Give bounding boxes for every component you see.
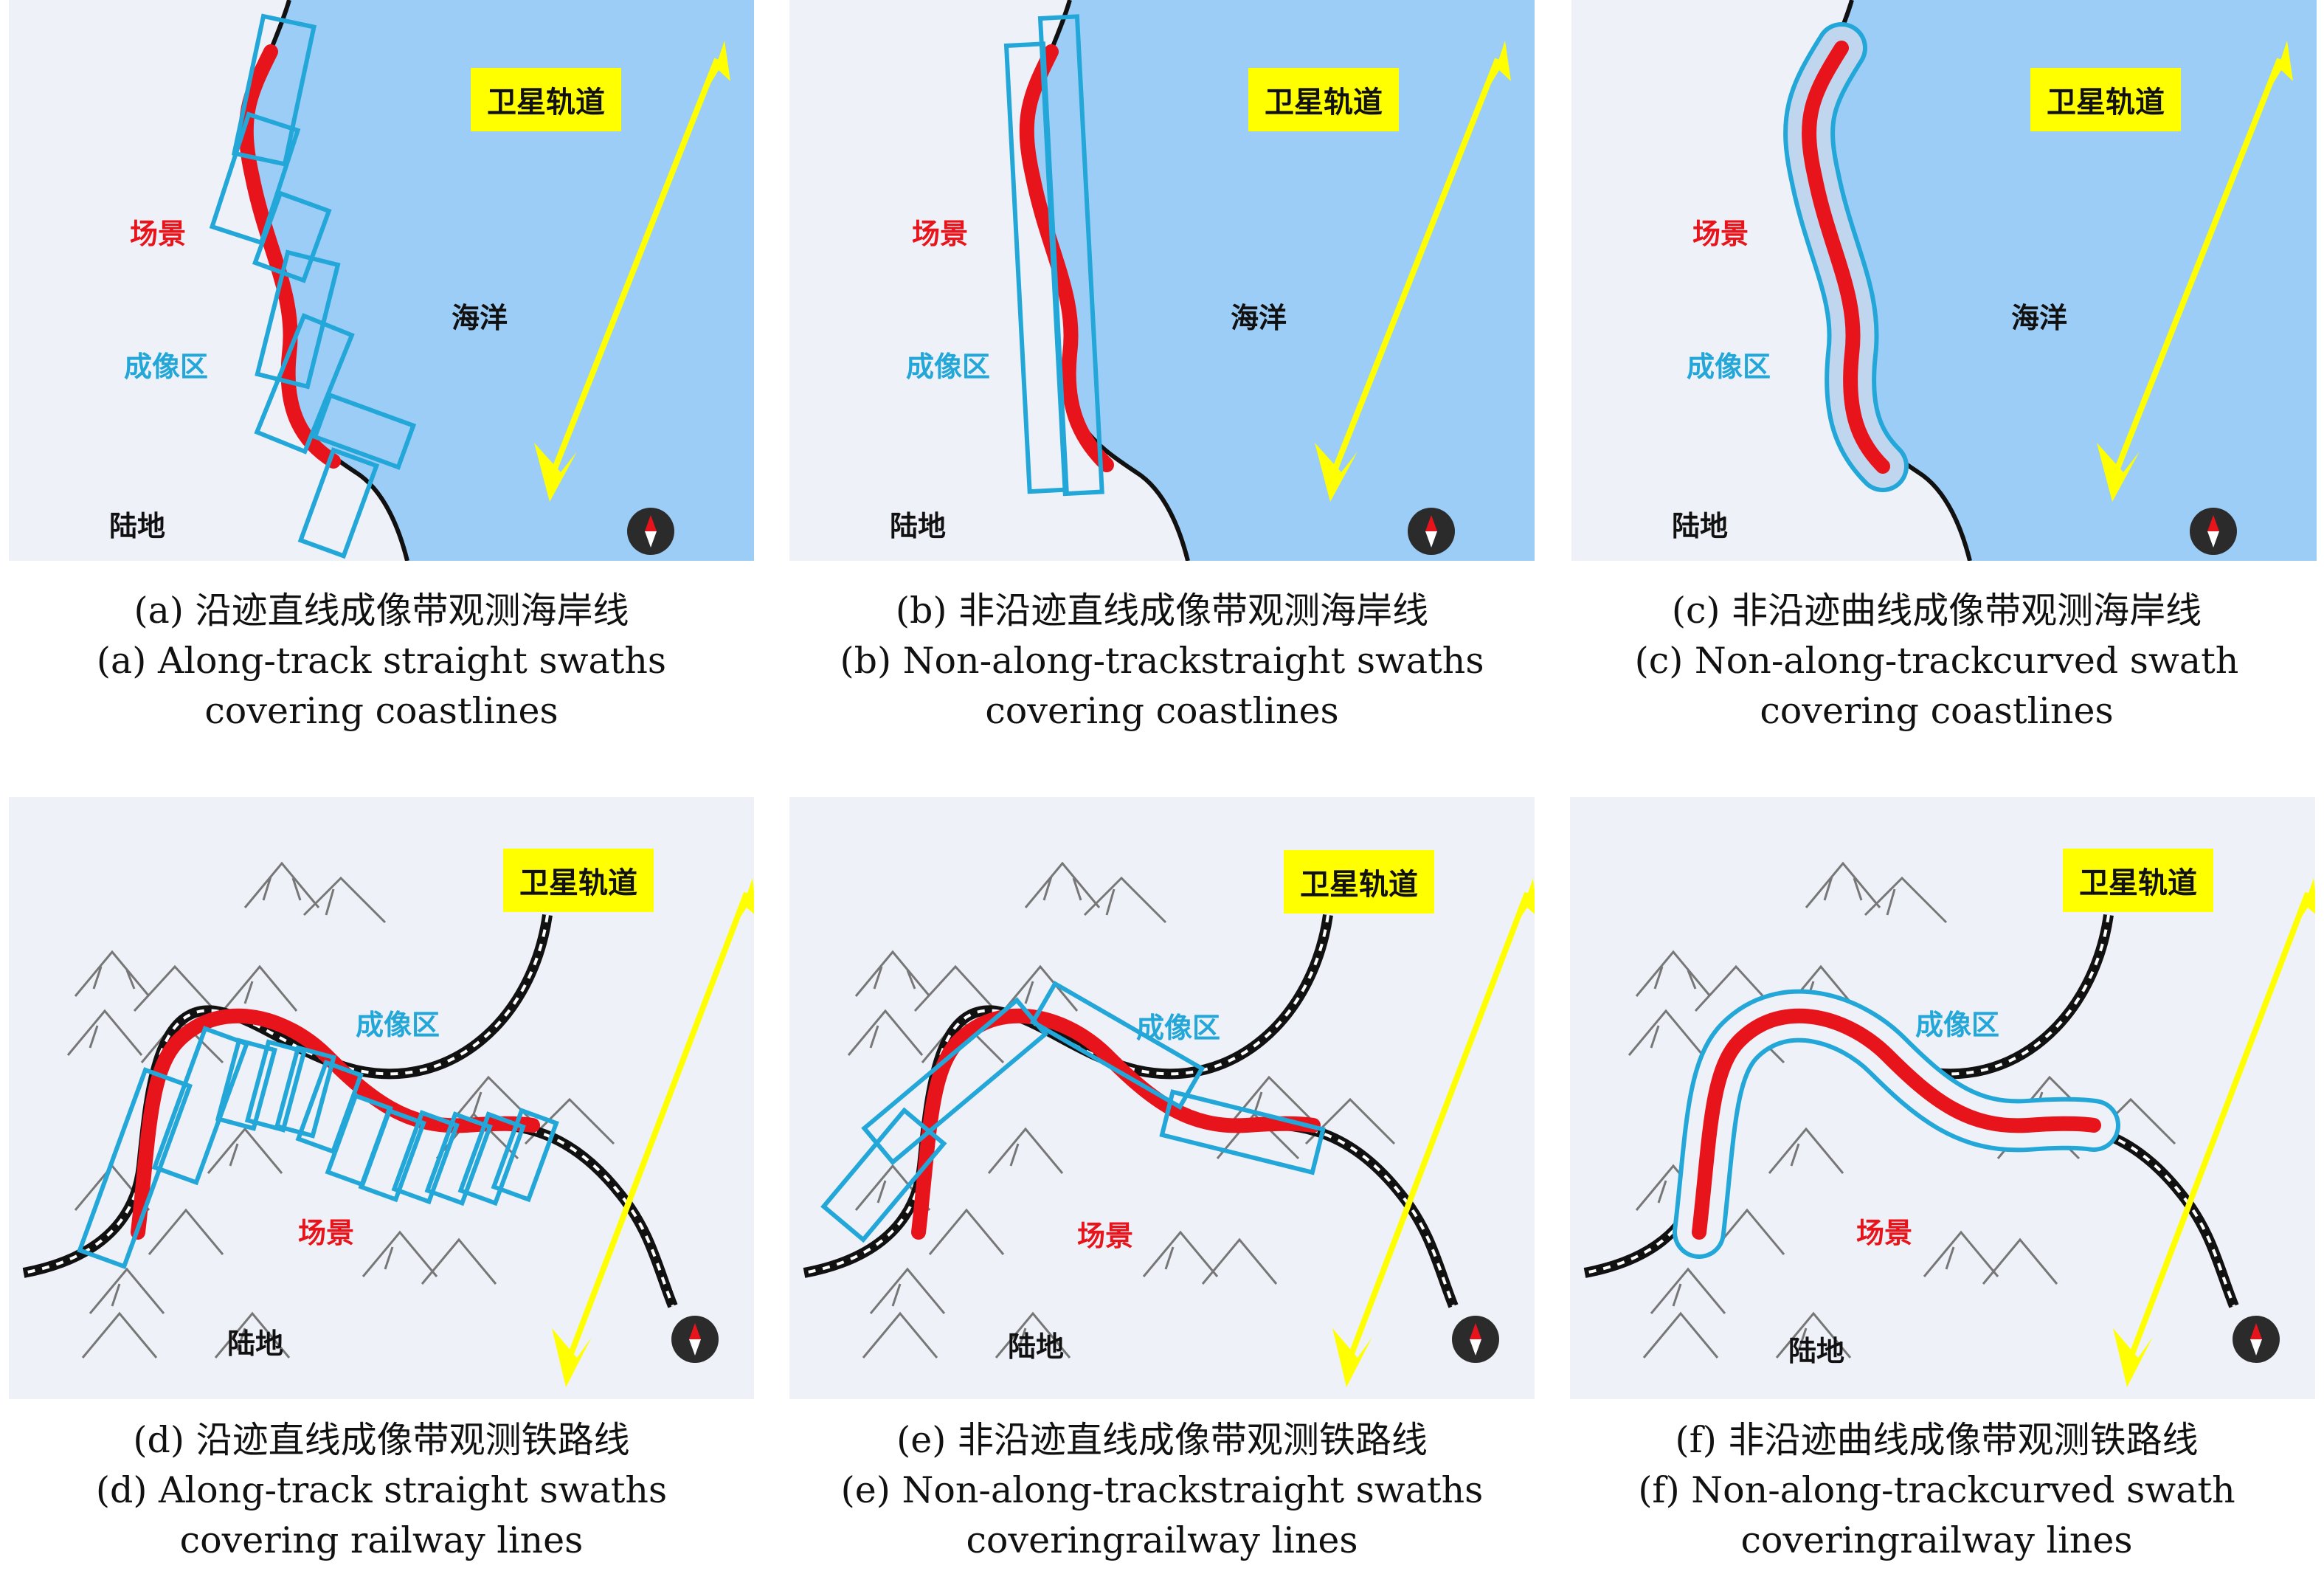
compass-icon — [2190, 508, 2237, 555]
ocean-label: 海洋 — [1231, 302, 1287, 334]
swath-boxes — [820, 980, 1326, 1243]
compass-icon — [1408, 508, 1455, 555]
orbit-arrow — [2097, 41, 2293, 502]
swath-box — [312, 392, 417, 470]
coastline-diagram-a — [9, 0, 754, 561]
swath-box — [297, 447, 380, 559]
swath-boxes — [209, 13, 417, 559]
scene-label: 场景 — [1077, 1220, 1134, 1252]
scene-line — [1019, 44, 1114, 472]
caption-en: covering coastlines — [985, 690, 1339, 732]
scene-line — [1802, 41, 1890, 474]
swath-box — [252, 190, 332, 283]
land-label: 陆地 — [1008, 1330, 1065, 1363]
caption-en: coveringrailway lines — [966, 1519, 1358, 1561]
scene-label: 场景 — [912, 218, 969, 250]
orbit-arrow — [1332, 878, 1535, 1387]
swath-box — [231, 13, 317, 167]
panel-a — [9, 0, 754, 561]
caption-en: (d) Along-track straight swaths — [95, 1469, 668, 1511]
swath-box — [77, 1067, 193, 1270]
caption-a: (a) 沿迹直线成像带观测海岸线 (a) Along-track straigh… — [0, 586, 769, 736]
ocean-label: 海洋 — [2011, 302, 2068, 334]
land-label: 陆地 — [109, 510, 166, 542]
mountains — [66, 861, 615, 1358]
imaging-area-label: 成像区 — [906, 351, 991, 383]
ocean-label: 海洋 — [452, 302, 508, 334]
imaging-area-label: 成像区 — [1915, 1009, 2000, 1041]
scene-label: 场景 — [298, 1217, 355, 1249]
orbit-label: 卫星轨道 — [471, 68, 621, 131]
swath-box — [1037, 14, 1104, 497]
compass-icon — [1452, 1316, 1499, 1363]
caption-zh: (e) 非沿迹直线成像带观测铁路线 — [896, 1419, 1428, 1461]
ocean-area — [249, 0, 754, 561]
compass-icon — [2233, 1316, 2280, 1363]
panel-b — [789, 0, 1535, 561]
swath-boxes — [1003, 14, 1104, 497]
mountains — [847, 861, 1396, 1358]
land-label: 陆地 — [1788, 1335, 1845, 1367]
caption-en: covering railway lines — [179, 1519, 584, 1561]
swath-box — [209, 111, 301, 246]
panel-d — [9, 797, 754, 1399]
caption-zh: (f) 非沿迹曲线成像带观测铁路线 — [1675, 1419, 2199, 1461]
caption-en: (c) Non-along-trackcurved swath — [1634, 640, 2239, 682]
caption-f: (f) 非沿迹曲线成像带观测铁路线 (f) Non-along-trackcur… — [1549, 1415, 2324, 1566]
swath-box — [1159, 1089, 1326, 1175]
swath-boxes — [77, 1026, 559, 1270]
orbit-label: 卫星轨道 — [2063, 849, 2213, 912]
caption-b: (b) 非沿迹直线成像带观测海岸线 (b) Non-along-trackstr… — [775, 586, 1549, 736]
orbit-arrow — [1315, 41, 1511, 502]
swath-box — [861, 997, 1049, 1166]
scene-line — [911, 1008, 1321, 1240]
scene-line — [1692, 1008, 2101, 1240]
imaging-area-label: 成像区 — [1687, 351, 1771, 383]
caption-d: (d) 沿迹直线成像带观测铁路线 (d) Along-track straigh… — [0, 1415, 769, 1566]
swath-box — [1029, 980, 1206, 1111]
orbit-label: 卫星轨道 — [503, 849, 654, 912]
caption-en: (a) Along-track straight swaths — [96, 640, 667, 682]
caption-en: (f) Non-along-trackcurved swath — [1638, 1469, 2235, 1511]
swath-box — [820, 1107, 947, 1243]
orbit-arrow — [552, 878, 754, 1387]
scene-label: 场景 — [1856, 1217, 1913, 1249]
imaging-area-label: 成像区 — [356, 1009, 440, 1041]
caption-en: covering coastlines — [204, 690, 558, 732]
caption-en: (e) Non-along-trackstraight swaths — [840, 1469, 1484, 1511]
imaging-area-label: 成像区 — [1136, 1012, 1221, 1044]
railway-diagram-d — [9, 797, 754, 1399]
orbit-label: 卫星轨道 — [2030, 68, 2181, 131]
panel-c — [1571, 0, 2317, 561]
caption-zh: (a) 沿迹直线成像带观测海岸线 — [134, 590, 629, 632]
coastline-diagram-c — [1571, 0, 2317, 561]
caption-zh: (b) 非沿迹直线成像带观测海岸线 — [895, 590, 1429, 632]
caption-zh: (c) 非沿迹曲线成像带观测海岸线 — [1671, 590, 2202, 632]
compass-icon — [627, 508, 674, 555]
land-label: 陆地 — [890, 510, 947, 542]
coastline-diagram-b — [789, 0, 1535, 561]
orbit-label: 卫星轨道 — [1284, 850, 1434, 914]
scene-line — [131, 1008, 540, 1240]
caption-e: (e) 非沿迹直线成像带观测铁路线 (e) Non-along-trackstr… — [775, 1415, 1549, 1566]
orbit-arrow — [2113, 878, 2315, 1387]
imaging-area-label: 成像区 — [124, 351, 209, 383]
caption-en: coveringrailway lines — [1740, 1519, 2133, 1561]
orbit-label: 卫星轨道 — [1248, 68, 1399, 131]
caption-en: covering coastlines — [1760, 690, 2114, 732]
scene-label: 场景 — [130, 218, 187, 250]
compass-icon — [671, 1316, 719, 1363]
swath-box — [254, 313, 355, 455]
land-label: 陆地 — [1672, 510, 1729, 542]
caption-zh: (d) 沿迹直线成像带观测铁路线 — [133, 1419, 630, 1461]
caption-en: (b) Non-along-trackstraight swaths — [840, 640, 1484, 682]
land-label: 陆地 — [227, 1327, 284, 1360]
orbit-arrow — [534, 41, 730, 502]
scene-label: 场景 — [1692, 218, 1749, 250]
caption-c: (c) 非沿迹曲线成像带观测海岸线 (c) Non-along-trackcur… — [1549, 586, 2324, 736]
